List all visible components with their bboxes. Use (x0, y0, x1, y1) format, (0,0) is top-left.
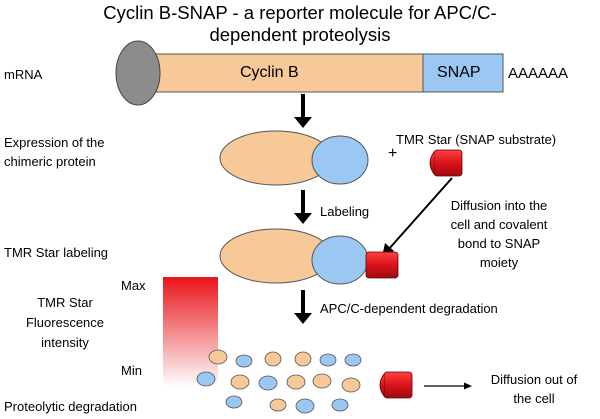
tmr-substrate-icon (429, 149, 463, 177)
label-diffusion-in-1: Diffusion into the (450, 198, 548, 213)
label-expression-1: Expression of the (4, 135, 105, 150)
label-fluor-2: Fluorescence (25, 315, 105, 330)
title-line-2: dependent proteolysis (209, 24, 391, 45)
label-expression-2: chimeric protein (4, 154, 96, 169)
diagram-title: Cyclin B-SNAP - a reporter molecule for … (0, 2, 600, 46)
label-diffusion-in-4: moiety (479, 255, 519, 270)
tmr-released-icon (379, 371, 413, 399)
label-labeling: Labeling (320, 204, 370, 219)
label-diffusion-out-2: the cell (513, 391, 555, 406)
label-proteolytic: Proteolytic degradation (4, 399, 137, 414)
label-diffusion-out-1: Diffusion out of (490, 372, 578, 387)
degraded-fragments (196, 349, 362, 414)
label-mrna: mRNA (4, 67, 43, 82)
label-diffusion-in-2: cell and covalent (450, 217, 548, 232)
arrow-diffusion-in (387, 177, 453, 251)
label-fluor-1: TMR Star (37, 295, 93, 310)
snap-domain-1 (311, 135, 369, 185)
tmr-bound-icon (365, 251, 399, 279)
arrow-expression-head (294, 117, 312, 128)
arrow-labeling-head (294, 213, 312, 224)
plus-sign: + (388, 145, 398, 162)
label-diffusion-in-3: bond to SNAP (457, 236, 541, 251)
label-poly-a: AAAAAA (508, 65, 569, 82)
snap-segment (422, 53, 504, 93)
title-line-1: Cyclin B-SNAP - a reporter molecule for … (103, 2, 497, 23)
label-tmr-labeling: TMR Star labeling (4, 245, 109, 260)
fluorescence-gradient-bar (163, 277, 218, 387)
label-substrate: TMR Star (SNAP substrate) (396, 132, 557, 147)
label-degradation: APC/C-dependent degradation (320, 301, 498, 316)
label-fluor-3: intensity (41, 335, 89, 350)
label-cyclin-b: Cyclin B (240, 64, 299, 81)
label-snap: SNAP (437, 64, 481, 81)
label-min: Min (121, 363, 142, 378)
label-max: Max (121, 278, 146, 293)
cyclin-b-segment (134, 53, 424, 93)
mrna-cap (115, 40, 161, 106)
snap-domain-2 (311, 235, 369, 285)
arrow-diffusion-out-head (464, 382, 472, 390)
arrow-degradation-head (294, 313, 312, 324)
